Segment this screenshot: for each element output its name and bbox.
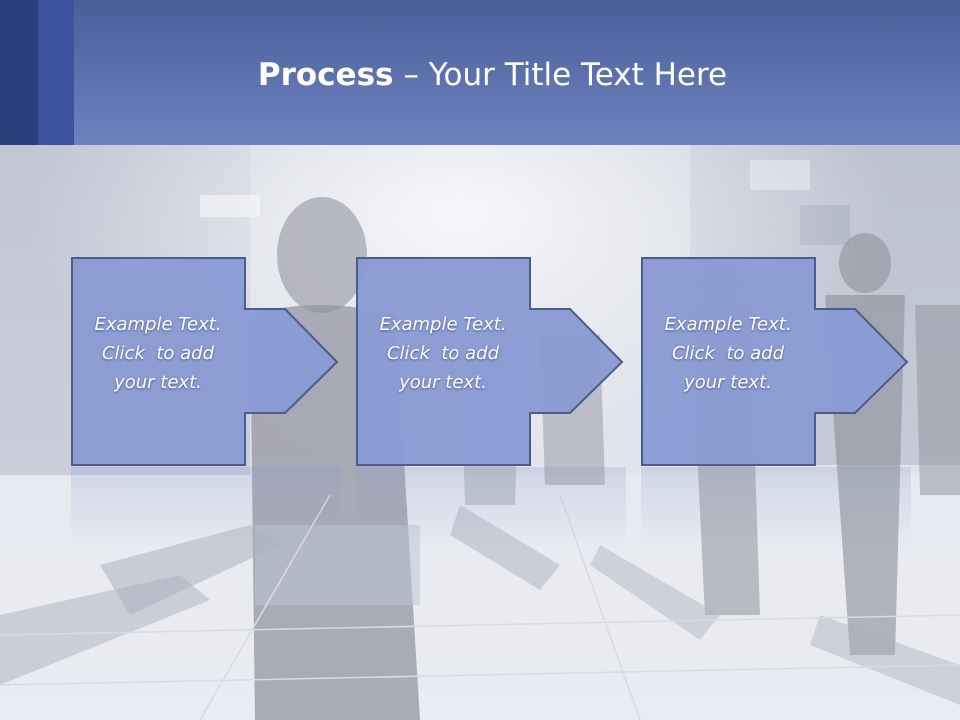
arrow-box-shape bbox=[641, 257, 909, 466]
process-step-2[interactable]: Example Text. Click to add your text. bbox=[356, 257, 626, 467]
arrow-box-shape bbox=[71, 257, 339, 466]
step-2-text: Example Text. Click to add your text. bbox=[356, 310, 530, 397]
arrow-box-shape bbox=[356, 257, 624, 466]
process-step-1[interactable]: Example Text. Click to add your text. bbox=[71, 257, 341, 467]
step-2-reflection bbox=[356, 467, 626, 547]
step-2-line-2: Click to add bbox=[386, 343, 499, 364]
step-3-line-3: your text. bbox=[684, 372, 772, 393]
step-1-reflection bbox=[71, 467, 341, 547]
step-3-line-1: Example Text. bbox=[664, 314, 792, 335]
step-2-line-1: Example Text. bbox=[379, 314, 507, 335]
title-rest: – Your Title Text Here bbox=[393, 57, 728, 93]
step-3-reflection bbox=[641, 467, 911, 547]
process-step-3[interactable]: Example Text. Click to add your text. bbox=[641, 257, 911, 467]
title-bold: Process bbox=[257, 57, 394, 93]
step-2-line-3: your text. bbox=[399, 372, 487, 393]
header-accent-strip-dark bbox=[0, 0, 38, 145]
step-1-text: Example Text. Click to add your text. bbox=[71, 310, 245, 397]
title-band: Process – Your Title Text Here bbox=[0, 0, 960, 145]
step-1-line-1: Example Text. bbox=[94, 314, 222, 335]
step-3-line-2: Click to add bbox=[671, 343, 784, 364]
step-3-text: Example Text. Click to add your text. bbox=[641, 310, 815, 397]
slide-title[interactable]: Process – Your Title Text Here bbox=[0, 52, 960, 98]
step-1-line-3: your text. bbox=[114, 372, 202, 393]
step-1-line-2: Click to add bbox=[101, 343, 214, 364]
header-accent-strip-light bbox=[38, 0, 74, 145]
